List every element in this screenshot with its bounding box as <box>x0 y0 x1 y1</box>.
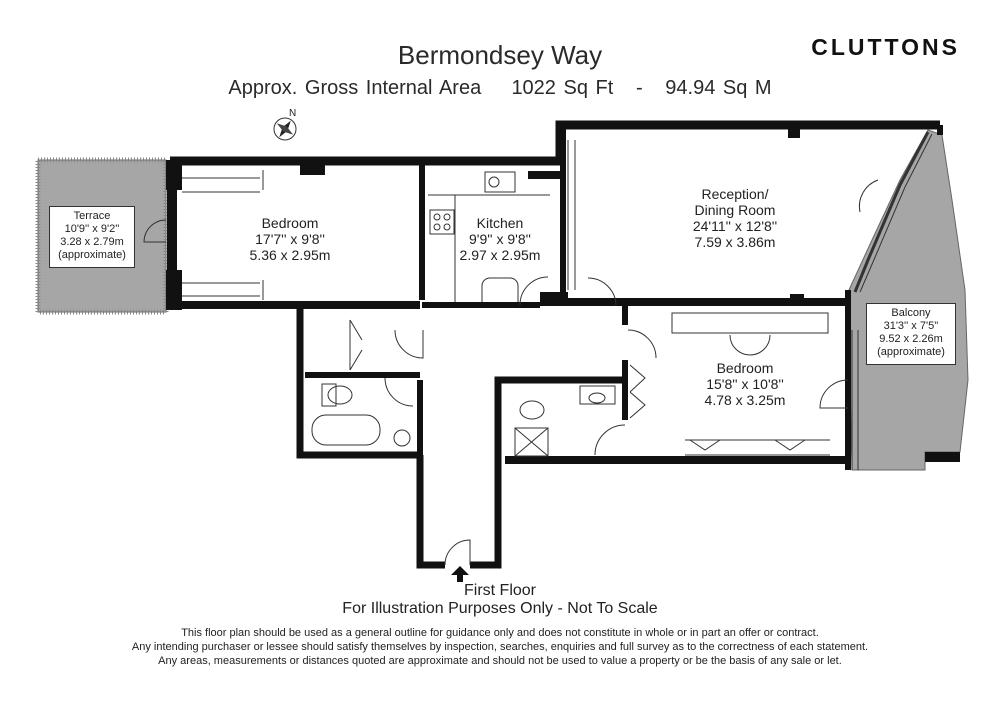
bedroom-2-metric: 4.78 x 3.25m <box>704 392 786 408</box>
bedroom-1-imperial: 17'7'' x 9'8'' <box>255 231 325 247</box>
bedroom-2-imperial: 15'8'' x 10'8'' <box>706 376 784 392</box>
disclaimer-line-2: Any intending purchaser or lessee should… <box>131 641 869 653</box>
area-separator: - <box>635 77 643 99</box>
balcony-name: Balcony <box>891 307 931 319</box>
room-label-bedroom-2: Bedroom 15'8'' x 10'8'' 4.78 x 3.25m <box>670 360 820 408</box>
disclaimer-line-1: This floor plan should be used as a gene… <box>181 627 819 639</box>
compass-icon <box>273 117 297 141</box>
compass-north-label: N <box>289 108 297 119</box>
room-label-terrace: Terrace 10'9'' x 9'2'' 3.28 x 2.79m (app… <box>49 206 135 268</box>
balcony-metric: 9.52 x 2.26m <box>879 333 943 345</box>
bedroom-2-name: Bedroom <box>716 360 774 376</box>
balcony-area <box>847 129 969 471</box>
area-sqft: 1022 Sq Ft <box>511 77 614 99</box>
room-label-bedroom-1: Bedroom 17'7'' x 9'8'' 5.36 x 2.95m <box>215 215 365 263</box>
reception-metric: 7.59 x 3.86m <box>694 234 776 250</box>
walls <box>167 120 943 569</box>
plan-title: Bermondsey Way <box>397 40 603 70</box>
room-label-reception: Reception/ Dining Room 24'11'' x 12'8'' … <box>655 186 815 250</box>
area-prefix: Approx. Gross Internal Area <box>228 77 482 99</box>
area-sqm: 94.94 Sq M <box>665 77 772 99</box>
room-label-kitchen: Kitchen 9'9'' x 9'8'' 2.97 x 2.95m <box>430 215 570 263</box>
reception-imperial: 24'11'' x 12'8'' <box>692 218 778 234</box>
fixtures <box>143 131 933 566</box>
terrace-note: (approximate) <box>58 249 126 261</box>
floor-label: First Floor <box>464 582 536 599</box>
balcony-imperial: 31'3'' x 7'5'' <box>883 320 939 332</box>
entrance-arrow-icon <box>451 566 469 582</box>
kitchen-imperial: 9'9'' x 9'8'' <box>469 231 531 247</box>
balcony-note: (approximate) <box>877 346 945 358</box>
terrace-metric: 3.28 x 2.79m <box>60 236 124 248</box>
terrace-name: Terrace <box>73 210 111 222</box>
reception-name: Reception/ <box>701 186 769 202</box>
brand-logo: CLUTTONS <box>811 34 960 60</box>
wall-stubs <box>166 128 960 462</box>
bedroom-1-metric: 5.36 x 2.95m <box>249 247 331 263</box>
disclaimer-line-3: Any areas, measurements or distances quo… <box>158 655 842 667</box>
kitchen-name: Kitchen <box>476 215 524 231</box>
kitchen-metric: 2.97 x 2.95m <box>459 247 541 263</box>
bedroom-1-name: Bedroom <box>261 215 319 231</box>
reception-name-2: Dining Room <box>694 202 776 218</box>
area-summary: Approx. Gross Internal Area 1022 Sq Ft -… <box>0 77 1000 100</box>
disclaimer: This floor plan should be used as a gene… <box>0 626 1000 668</box>
terrace-imperial: 10'9'' x 9'2'' <box>64 223 120 235</box>
room-label-balcony: Balcony 31'3'' x 7'5'' 9.52 x 2.26m (app… <box>866 303 956 365</box>
illustration-note: For Illustration Purposes Only - Not To … <box>342 600 658 617</box>
